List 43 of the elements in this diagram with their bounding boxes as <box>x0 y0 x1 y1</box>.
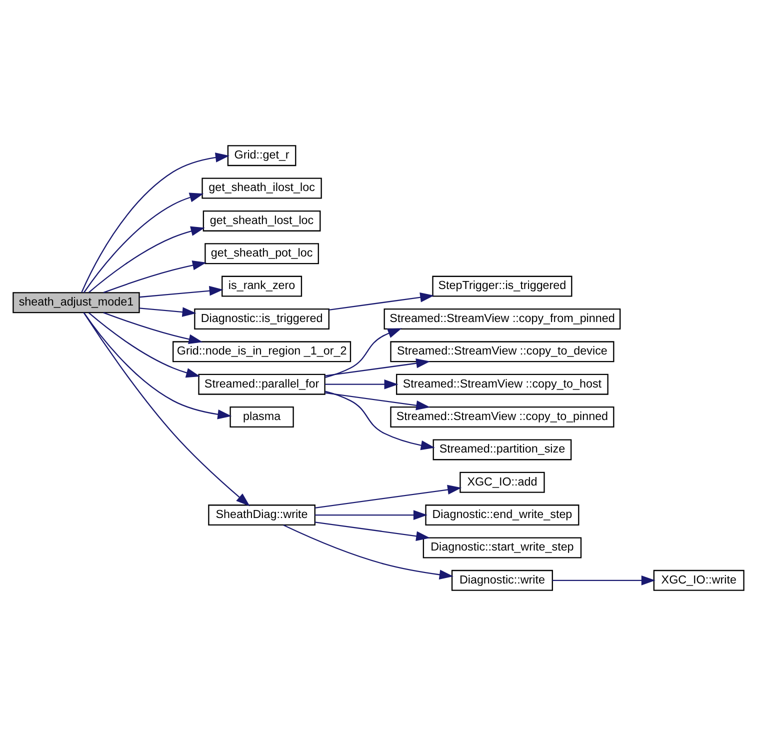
arrow <box>103 260 207 293</box>
arrow <box>314 521 430 540</box>
node-box: plasma <box>230 406 294 428</box>
node-box: Diagnostic::end_write_step <box>425 504 580 526</box>
arrow <box>83 192 204 292</box>
node-box: sheath_adjust_mode1 <box>12 292 140 313</box>
arrow <box>325 390 435 450</box>
arrow <box>314 510 428 520</box>
arrow <box>83 312 250 506</box>
node-box: StepTrigger::is_triggered <box>432 275 572 296</box>
arrow <box>552 575 656 585</box>
node-box: SheathDiag::write <box>208 504 316 526</box>
arrow <box>88 312 200 378</box>
arrow <box>283 524 454 580</box>
arrow <box>324 392 430 410</box>
node-box: is_rank_zero <box>222 275 302 296</box>
node-box: Streamed::parallel_for <box>198 373 326 394</box>
node-box: Streamed::StreamView ::copy_from_pinned <box>384 308 621 329</box>
node-box: XGC_IO::add <box>460 471 545 492</box>
arrow <box>88 226 205 292</box>
node-box: Streamed::StreamView ::copy_to_device <box>390 340 614 362</box>
node-box: get_sheath_pot_loc <box>204 242 319 264</box>
node-box: Diagnostic::write <box>451 569 553 590</box>
node-box: Grid::get_r <box>227 144 296 166</box>
node-box: get_sheath_ilost_loc <box>202 177 322 198</box>
arrow <box>139 285 224 298</box>
arrow <box>81 152 230 292</box>
node-box: Streamed::StreamView ::copy_to_pinned <box>390 406 614 428</box>
arrow <box>139 306 196 316</box>
arrow <box>324 378 398 389</box>
node-box: Grid::node_is_in_region _1_or_2 <box>172 340 352 362</box>
arrow <box>328 292 434 310</box>
arrow <box>83 312 232 419</box>
node-box: Streamed::StreamView ::copy_to_host <box>396 373 608 394</box>
arrow <box>314 484 462 508</box>
node-box: Streamed::partition_size <box>432 438 572 460</box>
node-box: get_sheath_lost_loc <box>202 210 321 231</box>
node-box: Diagnostic::start_write_step <box>422 536 582 558</box>
node-box: XGC_IO::write <box>653 569 744 590</box>
arrow <box>325 328 402 378</box>
arrow <box>103 312 203 344</box>
node-box: Diagnostic::is_triggered <box>194 308 330 329</box>
arrow <box>324 358 430 376</box>
